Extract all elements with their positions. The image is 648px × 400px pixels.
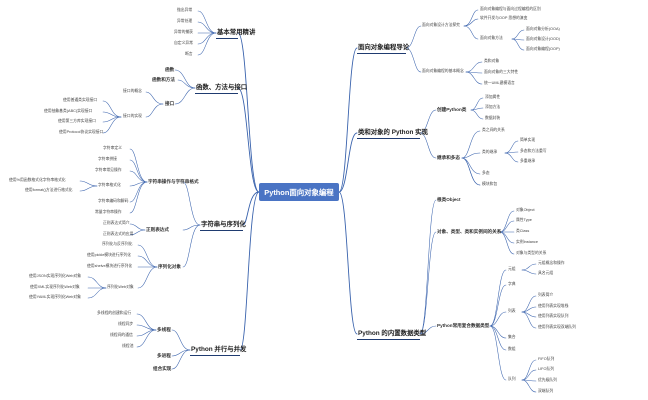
node: 创建Python类 [437,107,467,112]
leaf: 面向对象设计(OOD) [526,37,560,41]
leaf: 使用列表实现队列 [538,314,569,318]
leaf: 使用列表实现堆栈 [538,304,569,308]
leaf: 接口的概念 [123,89,142,93]
node: 序列化对象 [158,264,181,269]
leaf: 多线程的创建和运行 [97,311,132,315]
leaf: 实例Instance [516,240,538,244]
node: 多线程 [157,327,171,332]
leaf: 接口的实现 [123,114,142,118]
leaf: 属性Type [516,218,532,222]
topic-functions[interactable]: 函数、方法与接口 [196,84,248,91]
leaf: 统一UML建模语言 [484,81,515,85]
leaf: 使用第三方库实现接口 [58,119,96,123]
leaf: 正则表达式简介 [103,221,130,225]
leaf: 使用shelve模块进行序列化 [87,264,133,268]
node: 对象、类型、类和实例间的关系 [437,229,502,234]
leaf: 多态 [482,171,490,175]
leaf: 使用JSON实现序列化Web对象 [29,274,82,278]
node: Python常用复合数据类型 [437,323,490,328]
node: 面向对象设计方法探究 [422,23,460,27]
leaf: 使用Protocol协议实现接口 [59,130,104,134]
leaf: LIFO队列 [538,367,555,371]
leaf: 使用XML实现序列化Web对象 [30,285,80,289]
leaf: 线程同步 [118,322,134,326]
node: 根类Object [437,197,461,202]
leaf: 面向对象方法 [480,36,503,40]
topic-builtin[interactable]: Python 的内置数据类型 [358,330,427,337]
node: 多进程 [157,353,171,358]
leaf: 使用普通类实现接口 [63,98,98,102]
leaf: 添加方法 [485,105,501,109]
leaf: 正则表达式的应用 [103,232,134,236]
root-topic[interactable]: Python面向对象编程 [259,183,339,201]
leaf: 使用抽象基类(ABC)实现接口 [44,109,93,113]
leaf: 异常处理 [177,19,193,23]
topic-concurrency[interactable]: Python 并行与并发 [191,346,247,353]
leaf: 字符串格式化 [98,183,121,187]
leaf: 元组概念和操作 [538,261,565,265]
leaf: 异常的捕获 [174,30,193,34]
leaf: 类和对象 [484,59,500,63]
node: 面向对象编程的基本概念 [422,69,464,73]
leaf: 简单实现 [520,138,536,142]
leaf: 集合 [508,335,516,339]
node: 函数和方法 [152,77,175,82]
leaf: 使用列表实现双端队列 [538,325,576,329]
leaf: 面向对象编程(OOP) [526,47,560,51]
leaf: 对象与类型的关系 [516,251,547,255]
leaf: 常量字符串操作 [95,210,122,214]
leaf: 序列化与反序列化 [102,242,133,246]
leaf: 使用%用函数格式化字符串格式化 [9,178,66,182]
node: 函数 [165,67,175,72]
leaf: 元组 [508,267,516,271]
leaf: 字典 [508,282,516,286]
leaf: 模块和包 [482,182,498,186]
leaf: 添加属性 [485,95,501,99]
leaf: 软件开发与OOP 思想的演变 [480,16,528,20]
leaf: 使用pickle模块进行序列化 [87,253,131,257]
leaf: 多重继承 [520,159,536,163]
leaf: 面向对象的三大特性 [484,70,519,74]
topic-basics[interactable]: 基本常用精讲 [217,29,256,36]
leaf: 断言 [185,52,193,56]
leaf: 类之间的关系 [482,128,505,132]
leaf: 字符串定义 [103,146,122,150]
leaf: 列表 [508,309,516,313]
node: 字符串操作与字符串格式 [148,179,199,184]
leaf: 具名元组 [538,271,554,275]
node: 组合实现 [153,366,172,371]
leaf: 多态和方法重写 [520,149,547,153]
leaf: FIFO队列 [538,357,555,361]
leaf: 字符串拼接 [98,157,117,161]
leaf: 面向对象编程与面向过程编程的区别 [480,7,541,11]
leaf: 类Class [516,229,530,233]
leaf: 序列化Web对象 [107,285,134,289]
leaf: 使用YAML实现序列化Web对象 [29,295,81,299]
leaf: 面向对象分析(OOA) [526,27,560,31]
leaf: 优先级队列 [538,378,557,382]
leaf: 字符串编码和解码 [98,199,129,203]
leaf: 使用format()方法进行格式化 [25,188,73,192]
topic-strings[interactable]: 字符串与序列化 [201,221,246,228]
topic-classes[interactable]: 类和对象的 Python 实现 [358,129,428,136]
leaf: 线程间的通信 [110,333,133,337]
leaf: 字符串常见操作 [95,168,122,172]
leaf: 队列 [508,377,516,381]
node: 正则表达式 [146,227,169,232]
leaf: 数组 [508,347,516,351]
node: 接口 [165,101,175,106]
leaf: 列表简介 [538,293,554,297]
leaf: 类的继承 [482,150,498,154]
node: 继承和多态 [437,155,460,160]
leaf: 线程池 [122,344,134,348]
leaf: 对象Object [516,208,535,212]
leaf: 数据封装 [485,116,501,120]
topic-oop[interactable]: 面向对象编程导论 [358,44,410,51]
leaf: 自定义异常 [174,41,193,45]
leaf: 双端队列 [538,389,554,393]
leaf: 抛出异常 [177,8,193,12]
